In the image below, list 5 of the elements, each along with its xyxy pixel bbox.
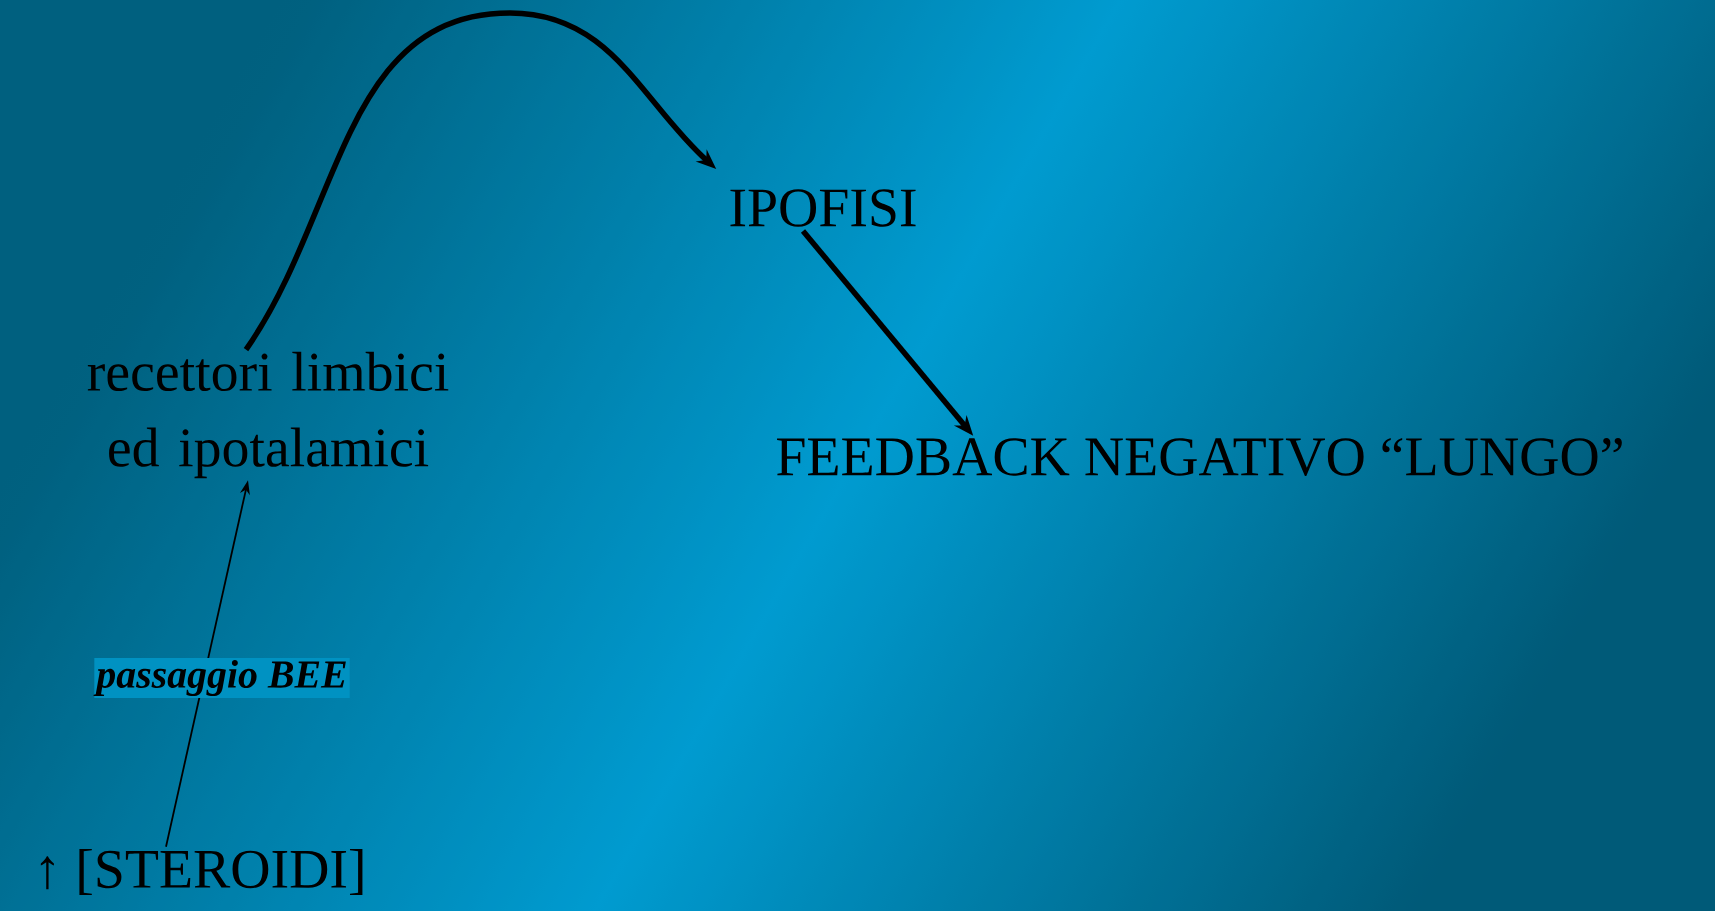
node-text: IPOFISI <box>730 189 916 227</box>
edge-label: passaggio BEE <box>93 657 350 699</box>
node-text: recettori limbici ed ipotalamici <box>87 351 449 479</box>
node-text: ↑ [STEROIDI] <box>40 848 363 896</box>
node-text: FEEDBACK NEGATIVO “LUNGO” <box>777 438 1622 476</box>
